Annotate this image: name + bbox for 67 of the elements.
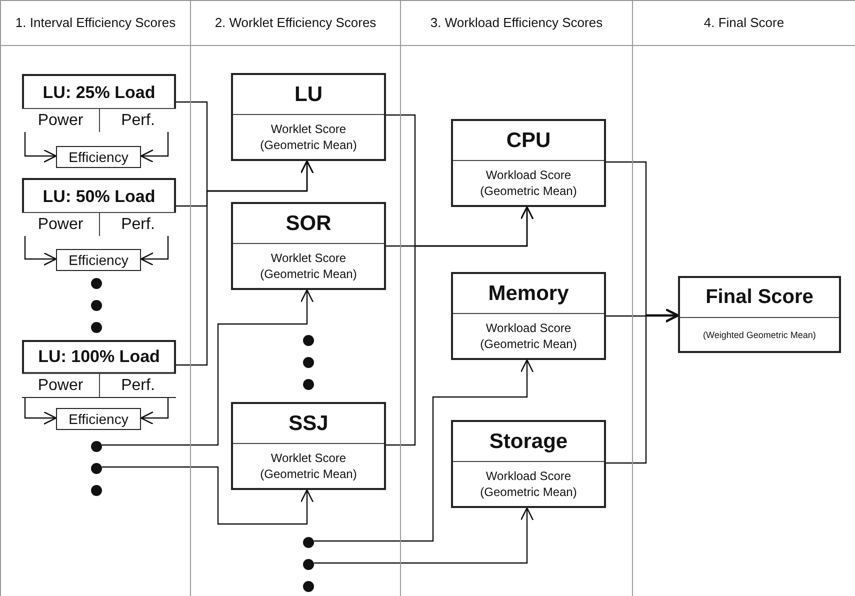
box-subtitle: Workload Score (Geometric Mean): [479, 320, 578, 352]
box-title: SOR: [286, 212, 332, 236]
table-cell: Power: [22, 212, 99, 236]
box-title: Final Score: [706, 286, 814, 309]
box-subtitle: Workload Score (Geometric Mean): [479, 468, 578, 500]
dot-marker: [303, 537, 314, 548]
connector-arrow: [24, 236, 57, 266]
connector-arrow: [314, 507, 534, 564]
connector-arrow: [606, 308, 679, 464]
connector-arrow: [176, 160, 314, 366]
dot-marker: [91, 441, 102, 452]
column-header: 4. Final Score: [633, 1, 855, 46]
box-subtitle: Worklet Score (Geometric Mean): [259, 450, 358, 482]
table-cell: Perf.: [99, 212, 176, 236]
table-cell: Perf.: [99, 108, 176, 132]
result-box: Efficiency: [56, 249, 141, 271]
box-subtitle: Worklet Score (Geometric Mean): [259, 250, 358, 282]
dot-marker: [303, 335, 314, 346]
result-box: Efficiency: [56, 146, 141, 168]
score-box: [22, 178, 176, 236]
table-cell: Power: [22, 373, 99, 397]
score-box: [22, 340, 176, 398]
box-title: SSJ: [288, 412, 328, 436]
score-box: [451, 272, 606, 360]
dot-marker: [91, 278, 102, 289]
dot-marker: [303, 581, 314, 592]
connector-arrow: [386, 206, 534, 446]
connector-arrow: [102, 466, 314, 525]
box-title: LU: [294, 82, 322, 106]
box-subtitle: Workload Score (Geometric Mean): [479, 167, 578, 199]
box-title: LU: 50% Load: [42, 186, 156, 206]
score-box: [22, 74, 176, 132]
score-box: [231, 402, 386, 490]
column-header: 3. Workload Efficiency Scores: [401, 1, 632, 46]
dot-marker: [303, 379, 314, 390]
connector-arrow: [24, 132, 57, 163]
table-cell: Perf.: [99, 373, 176, 397]
result-box: Efficiency: [56, 408, 141, 430]
box-subtitle: (Weighted Geometric Mean): [703, 330, 816, 340]
column-panel: [0, 0, 191, 596]
connector-arrow: [140, 397, 169, 425]
connector-arrow: [140, 132, 169, 163]
box-title: LU: 100% Load: [38, 347, 160, 367]
score-box: [231, 73, 386, 161]
dot-marker: [91, 485, 102, 496]
dot-marker: [91, 300, 102, 311]
connector-arrow: [102, 289, 314, 446]
connector-arrow: [24, 397, 57, 425]
box-title: CPU: [506, 128, 551, 152]
score-box: [678, 276, 841, 353]
column-header: 1. Interval Efficiency Scores: [1, 1, 190, 46]
box-title: LU: 25% Load: [42, 82, 156, 102]
box-title: Memory: [488, 282, 569, 306]
dot-marker: [303, 559, 314, 570]
connector-arrow: [140, 236, 169, 266]
dot-marker: [91, 463, 102, 474]
table-cell: Power: [22, 108, 99, 132]
box-subtitle: Worklet Score (Geometric Mean): [259, 121, 358, 153]
connector-arrow: [314, 359, 534, 542]
score-box: [451, 420, 606, 508]
dot-marker: [91, 322, 102, 333]
connector-arrow: [606, 309, 679, 323]
score-box: [451, 119, 606, 207]
column-header: 2. Worklet Efficiency Scores: [191, 1, 400, 46]
box-title: Storage: [489, 430, 568, 454]
score-box: [231, 202, 386, 290]
dot-marker: [303, 357, 314, 368]
